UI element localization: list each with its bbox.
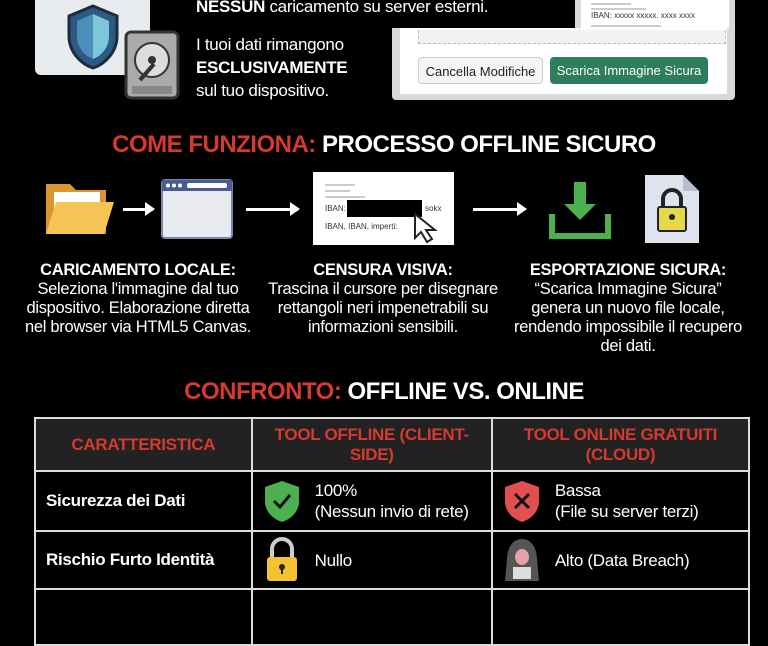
doc-text: sokx xyxy=(425,204,442,213)
table-header-row: CARATTERISTICA TOOL OFFLINE (CLIENT-SIDE… xyxy=(34,417,751,472)
table-row: Rischio Furto Identità Nullo Alto (Data … xyxy=(34,530,751,590)
browser-window-icon xyxy=(161,179,233,239)
intro-line2: I tuoi dati rimangono xyxy=(196,35,344,54)
offline-note: (Nessun invio di rete) xyxy=(314,502,469,521)
step-visual-redaction: CENSURA VISIVA:Trascina il cursore per d… xyxy=(268,261,498,336)
cancel-changes-button[interactable]: Cancella Modifiche xyxy=(418,57,543,84)
shield-x-icon xyxy=(504,481,539,522)
doc-text: IBAN, IBAN, imperti: xyxy=(325,222,398,231)
shield-icon xyxy=(67,4,119,70)
offline-cell: Nullo xyxy=(250,530,493,590)
shield-check-icon xyxy=(264,481,299,522)
intro-line4: sul tuo dispositivo. xyxy=(196,81,329,100)
offline-cell: 100% (Nessun invio di rete) xyxy=(250,470,493,532)
online-cell: Alto (Data Breach) xyxy=(490,530,751,590)
header-online: TOOL ONLINE GRATUITI (CLOUD) xyxy=(490,417,751,472)
doc-text: IBAN: xyxy=(325,204,346,213)
online-cell xyxy=(490,588,751,646)
header-offline: TOOL OFFLINE (CLIENT-SIDE) xyxy=(250,417,493,472)
online-value: Alto (Data Breach) xyxy=(554,550,690,570)
table-row xyxy=(34,588,751,646)
download-safe-image-button[interactable]: Scarica Immagine Sicura xyxy=(550,57,708,84)
app-mockup: Cancella Modifiche Scarica Immagine Sicu… xyxy=(392,28,735,100)
feature-cell xyxy=(34,588,253,646)
offline-value: Nullo xyxy=(314,550,353,570)
online-value: Bassa xyxy=(554,481,601,500)
intro-line1: NESSUN caricamento su server esterni. xyxy=(196,0,489,16)
hard-drive-icon xyxy=(124,30,180,100)
comparison-title: CONFRONTO: OFFLINE VS. ONLINE xyxy=(184,378,584,405)
feature-cell: Sicurezza dei Dati xyxy=(34,470,253,532)
hacker-icon xyxy=(504,539,539,581)
image-preview: IBAN: xxxxx xxxxx. xxxx xxxx xyxy=(580,0,730,30)
folder-icon xyxy=(46,184,114,234)
intro-line3: ESCLUSIVAMENTE xyxy=(196,58,348,77)
arrow-icon xyxy=(473,202,527,216)
locked-file-icon xyxy=(645,175,699,243)
step-secure-export: ESPORTAZIONE SICURA:“Scarica Immagine Si… xyxy=(514,261,742,355)
cursor-icon xyxy=(414,212,438,244)
download-icon xyxy=(549,182,611,239)
feature-cell: Rischio Furto Identità xyxy=(34,530,253,590)
padlock-icon xyxy=(266,537,297,581)
online-cell: Bassa (File su server terzi) xyxy=(490,470,751,532)
arrow-icon xyxy=(123,202,155,216)
offline-cell xyxy=(250,588,493,646)
offline-value: 100% xyxy=(314,481,358,500)
comparison-table: CARATTERISTICA TOOL OFFLINE (CLIENT-SIDE… xyxy=(34,417,751,646)
how-it-works-title: COME FUNZIONA: PROCESSO OFFLINE SICURO xyxy=(112,131,656,158)
table-row: Sicurezza dei Dati 100% (Nessun invio di … xyxy=(34,470,751,532)
redaction-preview: IBAN: sokx IBAN, IBAN, imperti: xyxy=(313,172,454,245)
redaction-box xyxy=(347,200,422,217)
arrow-icon xyxy=(246,202,300,216)
canvas-area[interactable] xyxy=(418,30,726,44)
iban-text: IBAN: xxxxx xxxxx. xxxx xxxx xyxy=(591,11,696,20)
step-local-upload: CARICAMENTO LOCALE:Seleziona l'immagine … xyxy=(24,261,252,336)
preview-frame: IBAN: xxxxx xxxxx. xxxx xxxx xyxy=(575,0,735,30)
header-feature: CARATTERISTICA xyxy=(34,417,253,472)
online-note: (File su server terzi) xyxy=(554,502,699,521)
